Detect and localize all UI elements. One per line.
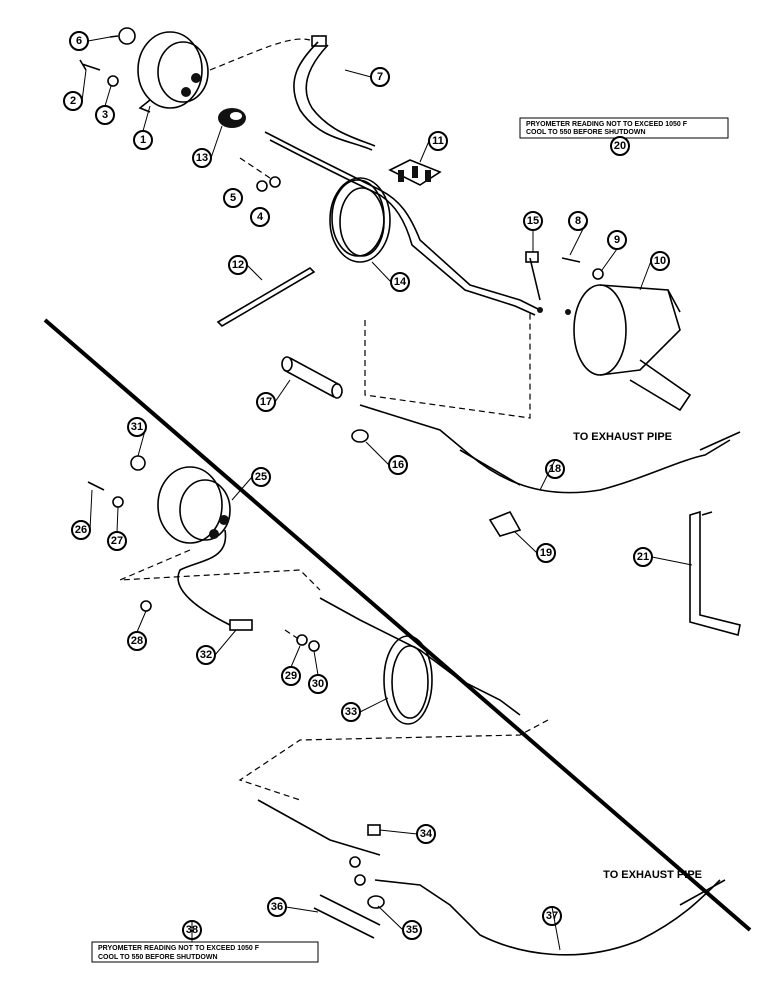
svg-text:7: 7 [377, 71, 383, 83]
svg-text:28: 28 [131, 635, 143, 647]
svg-text:29: 29 [285, 670, 297, 682]
callout-9: 9 [607, 230, 627, 250]
warning-plate-top-line1: PRYOMETER READING NOT TO EXCEED 1050 F [526, 121, 688, 128]
connector-block [388, 159, 442, 186]
svg-text:15: 15 [527, 215, 539, 227]
callout-18: 18 [545, 459, 565, 479]
bulb-bottom [130, 455, 146, 471]
bracket [689, 510, 741, 636]
svg-text:13: 13 [196, 152, 208, 164]
callout-26: 26 [71, 520, 91, 540]
svg-text:25: 25 [255, 471, 267, 483]
svg-text:20: 20 [614, 140, 626, 152]
svg-text:2: 2 [70, 95, 76, 107]
svg-text:5: 5 [230, 192, 236, 204]
svg-text:31: 31 [131, 421, 143, 433]
svg-text:3: 3 [102, 109, 108, 121]
screw-top [79, 59, 101, 71]
callout-35: 35 [402, 920, 422, 940]
callout-15: 15 [523, 211, 543, 231]
heat-shield [573, 284, 692, 412]
callout-16: 16 [388, 455, 408, 475]
svg-text:32: 32 [200, 649, 212, 661]
svg-text:37: 37 [546, 910, 558, 922]
callout-25: 25 [251, 467, 271, 487]
callout-29: 29 [281, 666, 301, 686]
svg-text:26: 26 [75, 524, 87, 536]
wire-coil-bottom [383, 635, 433, 725]
grommet-top [218, 108, 246, 128]
leader-lines [81, 36, 693, 951]
wire-coil-top [329, 177, 391, 263]
callout-30: 30 [308, 674, 328, 694]
nut-top [351, 429, 369, 443]
callout-1: 1 [133, 130, 153, 150]
callout-37: 37 [542, 906, 562, 926]
callout-34: 34 [416, 824, 436, 844]
svg-text:19: 19 [540, 547, 552, 559]
svg-text:17: 17 [260, 396, 272, 408]
callout-8: 8 [568, 211, 588, 231]
callout-32: 32 [196, 645, 216, 665]
exhaust-label-bottom: TO EXHAUST PIPE [603, 869, 702, 881]
washer-top [107, 75, 119, 87]
callout-7: 7 [370, 67, 390, 87]
callout-4: 4 [250, 207, 270, 227]
callout-21: 21 [633, 547, 653, 567]
callout-28: 28 [127, 631, 147, 651]
svg-text:36: 36 [271, 901, 283, 913]
warning-plate-top-line2: COOL TO 550 BEFORE SHUTDOWN [526, 129, 646, 136]
thermocouple-top [359, 404, 731, 494]
callout-12: 12 [228, 255, 248, 275]
sleeve-top [281, 356, 343, 399]
callout-19: 19 [536, 543, 556, 563]
warning-plate-bottom: PRYOMETER READING NOT TO EXCEED 1050 F C… [91, 941, 319, 963]
svg-text:16: 16 [392, 459, 404, 471]
callout-33: 33 [341, 702, 361, 722]
warning-plate-bottom-line2: COOL TO 550 BEFORE SHUTDOWN [98, 954, 218, 961]
callout-31: 31 [127, 417, 147, 437]
exhaust-label-top: TO EXHAUST PIPE [573, 431, 672, 443]
svg-text:11: 11 [432, 135, 444, 147]
callout-14: 14 [390, 272, 410, 292]
svg-text:33: 33 [345, 706, 357, 718]
pyrometer-gauge-bottom [157, 466, 231, 544]
callout-10: 10 [650, 251, 670, 271]
sleeve-bottom [313, 894, 381, 939]
svg-text:1: 1 [140, 134, 146, 146]
svg-text:10: 10 [654, 255, 666, 267]
lead-wire-7 [293, 41, 373, 151]
thermocouple-bottom [374, 879, 721, 956]
callout-36: 36 [267, 897, 287, 917]
callout-11: 11 [428, 131, 448, 151]
bulb-top [109, 27, 136, 45]
svg-text:9: 9 [614, 234, 620, 246]
svg-text:27: 27 [111, 535, 123, 547]
callout-3: 3 [95, 105, 115, 125]
callout-2: 2 [63, 91, 83, 111]
svg-text:30: 30 [312, 678, 324, 690]
pyrometer-gauge-top [137, 31, 209, 113]
svg-text:34: 34 [420, 828, 433, 840]
nut-bottom [367, 895, 385, 909]
callout-6: 6 [69, 31, 89, 51]
tie-strap [216, 266, 316, 328]
divider-line [43, 318, 752, 932]
callout-20: 20 [610, 136, 630, 156]
svg-text:6: 6 [76, 35, 82, 47]
svg-text:4: 4 [257, 211, 264, 223]
callout-27: 27 [107, 531, 127, 551]
svg-text:35: 35 [406, 924, 418, 936]
callout-17: 17 [256, 392, 276, 412]
warning-plate-top: PRYOMETER READING NOT TO EXCEED 1050 F C… [519, 117, 729, 139]
callout-13: 13 [192, 148, 212, 168]
svg-text:14: 14 [394, 276, 407, 288]
svg-text:12: 12 [232, 259, 244, 271]
clip-top [488, 510, 522, 537]
svg-text:21: 21 [637, 551, 649, 563]
callout-5: 5 [223, 188, 243, 208]
warning-plate-bottom-line1: PRYOMETER READING NOT TO EXCEED 1050 F [98, 945, 260, 952]
svg-text:8: 8 [575, 215, 581, 227]
